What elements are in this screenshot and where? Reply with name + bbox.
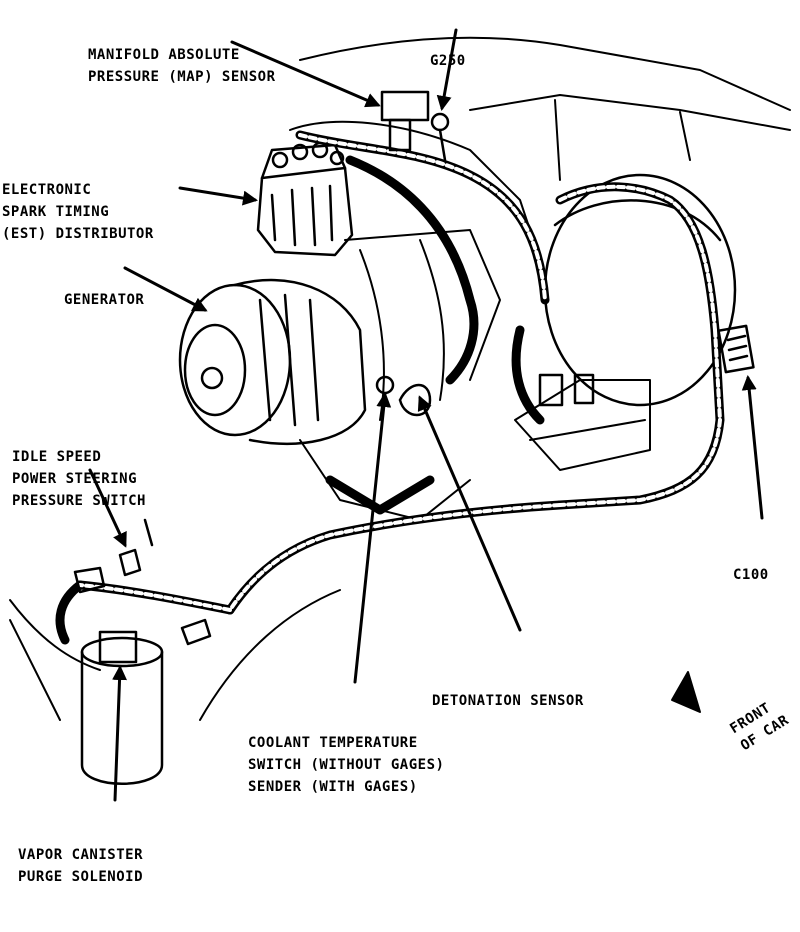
distributor-shape [256, 141, 354, 257]
arrow-coolant-switch [353, 392, 392, 684]
front-arrow-icon [671, 671, 701, 713]
arrow-generator [123, 266, 208, 312]
arrow-c100 [741, 375, 764, 520]
arrow-map-sensor [230, 40, 381, 108]
c100-connector-shape [717, 324, 755, 374]
arrow-idle-switch [88, 468, 127, 548]
leader-lines [88, 28, 764, 802]
arrow-detonation-sensor [417, 395, 522, 632]
label-generator: GENERATOR [64, 292, 145, 308]
g250-ground-shape [430, 112, 450, 162]
wire-harness-inner [78, 133, 722, 612]
map-sensor-shape [380, 90, 430, 152]
vapor-canister-shape [80, 618, 212, 785]
generator-shape [178, 278, 367, 445]
idle-switch-shape [73, 518, 154, 594]
label-c100: C100 [733, 567, 769, 583]
wire-harness [55, 130, 725, 645]
arrow-est-distributor [178, 186, 258, 206]
engine-line-art [9, 28, 791, 802]
body-outline [9, 36, 791, 721]
sensor-parts [375, 373, 595, 417]
label-detonation-sensor: DETONATION SENSOR [432, 693, 584, 709]
label-g250: G250 [430, 53, 466, 69]
arrow-g250 [436, 28, 458, 111]
arrow-vapor-canister [112, 665, 128, 802]
